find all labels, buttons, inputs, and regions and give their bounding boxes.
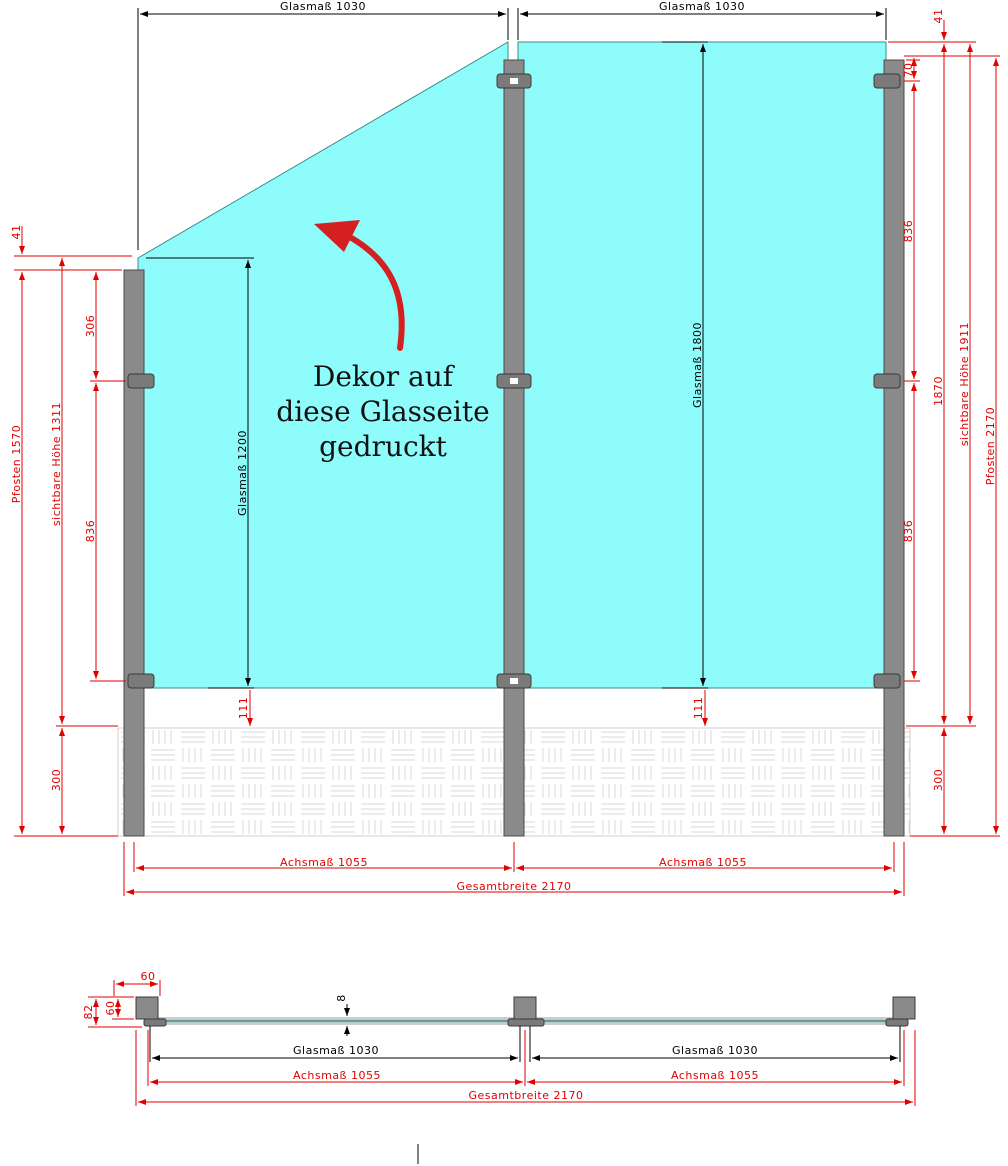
black-dimensions: [137, 8, 887, 689]
plan-view: 8 Glasmaß 1030 Glasmaß 1030 60 60 82 Ach…: [82, 970, 916, 1164]
post-middle: [503, 59, 525, 837]
plan-axis-left: Achsmaß 1055: [293, 1069, 381, 1082]
plan-glass-left: Glasmaß 1030: [293, 1044, 379, 1057]
post-right: [883, 59, 905, 837]
clamp-right-bottom: [873, 673, 901, 689]
dim-base-left: 300: [50, 769, 63, 792]
dim-top-right-glass: Glasmaß 1030: [659, 0, 745, 13]
dim-top-clip-right: 70: [902, 63, 915, 78]
red-dimensions: [14, 20, 1000, 896]
dim-visible-left: sichtbare Höhe 1311: [50, 402, 63, 526]
dim-axis-left: Achsmaß 1055: [280, 856, 368, 869]
plan-total-width: Gesamtbreite 2170: [469, 1089, 584, 1102]
plan-glass-right: Glasmaß 1030: [672, 1044, 758, 1057]
note-line-3: gedruckt: [319, 430, 447, 463]
dim-glass-left-height: Glasmaß 1200: [236, 430, 249, 516]
dim-gap-left: 111: [237, 697, 250, 720]
plan-post-right: [892, 996, 916, 1020]
dim-left-clip-top: 306: [84, 315, 97, 338]
dim-top-offset-right: 41: [932, 9, 945, 24]
dim-total-width: Gesamtbreite 2170: [457, 880, 572, 893]
clamp-left-upper: [127, 373, 155, 389]
plan-overall-depth: 82: [82, 1005, 95, 1020]
plan-post-middle: [513, 996, 537, 1020]
dim-left-clip-span: 836: [84, 520, 97, 543]
curved-arrow: [345, 233, 405, 351]
dim-axis-right: Achsmaß 1055: [659, 856, 747, 869]
clamp-left-lower: [127, 673, 155, 689]
clamp-right-top: [873, 73, 901, 89]
plan-post-depth: 60: [104, 1001, 117, 1016]
dim-right-clip-upper: 836: [902, 220, 915, 243]
dim-post-right: Pfosten 2170: [984, 407, 997, 486]
plan-clamp-left: [143, 1018, 167, 1027]
note-line-2: diese Glasseite: [276, 395, 489, 428]
dim-top-left-glass: Glasmaß 1030: [280, 0, 366, 13]
dim-post-left: Pfosten 1570: [10, 425, 23, 504]
dim-glass-right-height: Glasmaß 1800: [691, 322, 704, 408]
dim-right-clip-lower: 836: [902, 520, 915, 543]
dim-base-right: 300: [932, 769, 945, 792]
plan-post-width: 60: [141, 970, 156, 983]
curved-arrow-head: [314, 220, 360, 252]
dim-visible-right: sichtbare Höhe 1911: [958, 322, 971, 446]
front-view: Glasmaß 1030 Glasmaß 1030 Glasmaß 1200 G…: [10, 0, 1000, 896]
plan-post-left: [135, 996, 159, 1020]
note-line-1: Dekor auf: [313, 360, 456, 393]
glass-clamps: [127, 73, 901, 689]
plan-clamp-middle: [507, 1018, 545, 1027]
dim-top-offset-left: 41: [10, 225, 23, 240]
plan-clamp-right: [885, 1018, 909, 1027]
plan-axis-right: Achsmaß 1055: [671, 1069, 759, 1082]
post-left: [123, 269, 145, 837]
plan-glass-thickness: 8: [335, 994, 348, 1002]
clamp-right-center: [873, 373, 901, 389]
dim-right-total: 1870: [932, 376, 945, 406]
dim-gap-right: 111: [692, 697, 705, 720]
